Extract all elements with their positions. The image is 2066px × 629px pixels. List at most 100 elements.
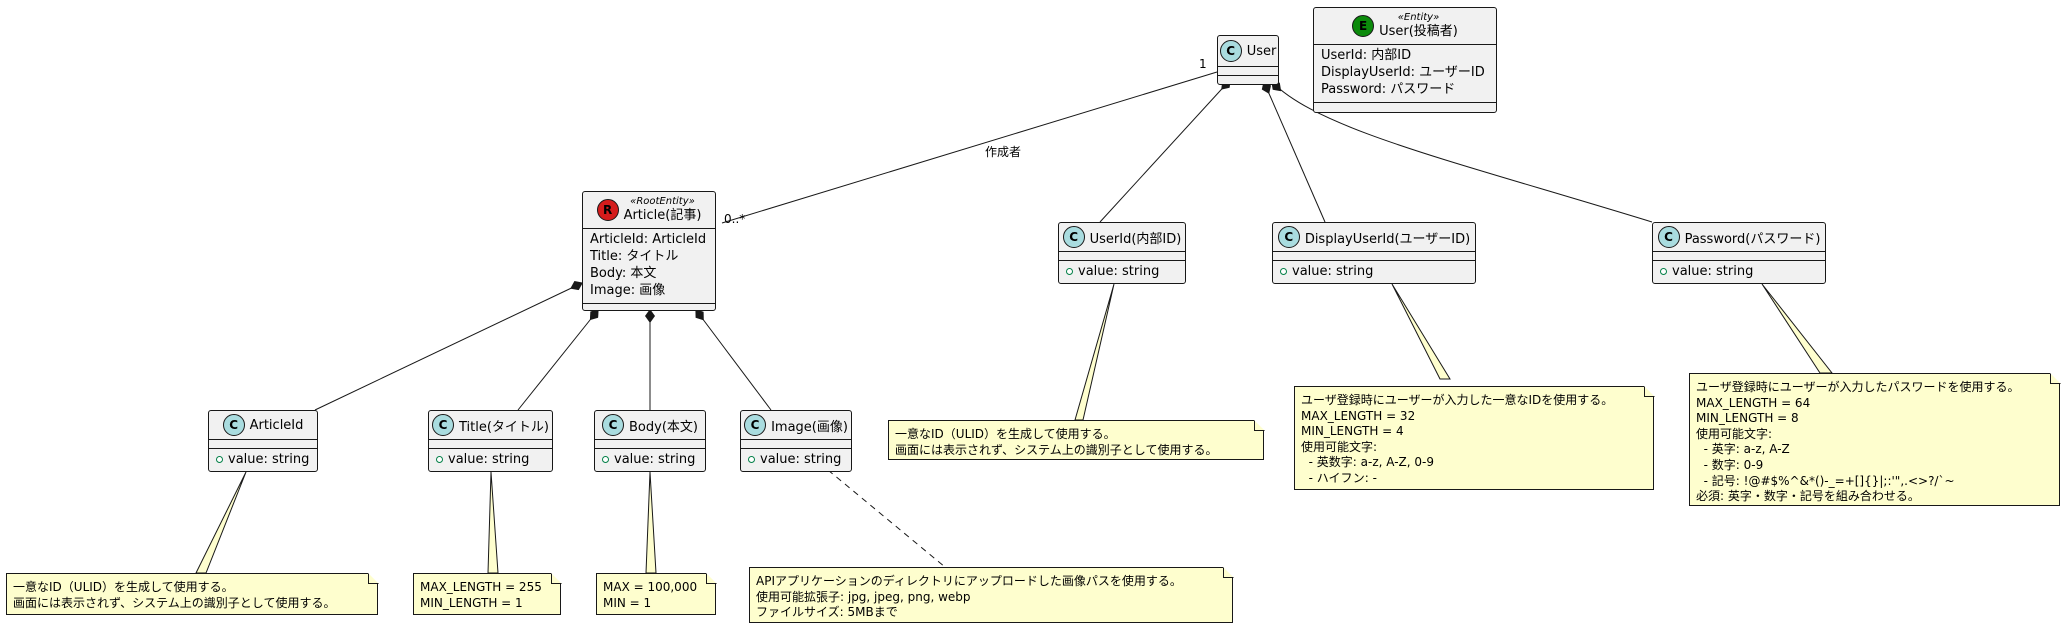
note-line: MAX = 100,000 xyxy=(603,580,698,594)
class-header: C User xyxy=(1218,36,1278,66)
note-line: MIN_LENGTH = 4 xyxy=(1301,424,1404,439)
class-header: C UserId(内部ID) xyxy=(1059,223,1185,251)
note-line: 使用可能拡張子: jpg, jpeg, png, webp xyxy=(756,589,971,604)
class-password[interactable]: C Password(パスワード) value: string xyxy=(1652,222,1826,284)
note-line: ファイルサイズ: 5MBまで xyxy=(756,605,898,620)
attribute-list: value: string xyxy=(1273,260,1475,284)
class-header: C Image(画像) xyxy=(741,411,851,439)
stereotype: «Entity» xyxy=(1397,11,1440,23)
class-article[interactable]: R «RootEntity» Article(記事) ArticleId: Ar… xyxy=(582,191,716,311)
note-link-userid xyxy=(1074,283,1115,421)
note-link-password xyxy=(1761,283,1834,374)
class-header: C DisplayUserId(ユーザーID) xyxy=(1273,223,1475,251)
class-header: E «Entity» User(投稿者) xyxy=(1314,8,1496,44)
note-line: 必須: 英字・数字・記号を組み合わせる。 xyxy=(1696,489,1920,504)
note-fold-icon xyxy=(1644,386,1654,396)
note-line: MIN_LENGTH = 1 xyxy=(420,595,523,610)
note-line: MAX_LENGTH = 32 xyxy=(1301,408,1416,423)
author-association-line xyxy=(721,71,1218,224)
composition-user-password xyxy=(1271,81,1653,223)
note-line: MAX_LENGTH = 64 xyxy=(1696,395,1811,410)
class-user[interactable]: C User xyxy=(1217,35,1279,85)
attribute: ArticleId: ArticleId xyxy=(590,232,707,247)
composition-user-displayuserid xyxy=(1261,81,1326,223)
note-line: MIN = 1 xyxy=(603,595,652,610)
attribute-list: value: string xyxy=(209,448,317,472)
note-link-articleid xyxy=(195,471,247,574)
class-header: C Body(本文) xyxy=(595,411,705,439)
class-c-icon: C xyxy=(1277,226,1300,248)
class-name: Password(パスワード) xyxy=(1684,231,1821,247)
class-user-id[interactable]: C UserId(内部ID) value: string xyxy=(1058,222,1186,284)
class-display-user-id[interactable]: C DisplayUserId(ユーザーID) value: string xyxy=(1272,222,1476,284)
note-line: - ハイフン: - xyxy=(1301,470,1377,485)
attribute-list: ArticleId: ArticleId Title: タイトル Body: 本… xyxy=(583,228,715,303)
note-article-id: 一意なID（ULID）を生成して使用する。 画面には表示されず、システム上の識別… xyxy=(6,573,378,615)
note-fold-icon xyxy=(1223,567,1233,577)
attribute: Image: 画像 xyxy=(590,282,666,298)
class-name: User(投稿者) xyxy=(1379,24,1458,40)
class-name: Title(タイトル) xyxy=(459,419,550,435)
note-user-id: 一意なID（ULID）を生成して使用する。 画面には表示されず、システム上の識別… xyxy=(888,420,1264,460)
note-fold-icon xyxy=(551,573,561,583)
class-header: R «RootEntity» Article(記事) xyxy=(583,192,715,228)
note-fold-icon xyxy=(368,573,378,583)
public-visibility-icon xyxy=(1066,268,1073,275)
composition-user-userid xyxy=(1099,79,1231,223)
public-visibility-icon xyxy=(748,456,755,463)
author-role-label: 作成者 xyxy=(985,145,1022,159)
attribute: value: string xyxy=(1078,264,1160,279)
article-multiplicity: 0..* xyxy=(724,212,746,226)
root-entity-r-icon: R xyxy=(596,199,619,221)
class-header: C Password(パスワード) xyxy=(1653,223,1825,251)
attribute: Body: 本文 xyxy=(590,265,657,281)
attribute-list: value: string xyxy=(1653,260,1825,284)
stereotype: «RootEntity» xyxy=(630,195,695,207)
note-line: MIN_LENGTH = 8 xyxy=(1696,411,1799,426)
class-name: Image(画像) xyxy=(771,419,848,435)
note-fold-icon xyxy=(706,573,716,583)
note-body: MAX = 100,000 MIN = 1 xyxy=(596,573,716,615)
note-line: 使用可能文字: xyxy=(1696,426,1773,441)
class-name: User xyxy=(1246,43,1277,59)
composition-article-articleid xyxy=(314,281,583,411)
attribute: value: string xyxy=(614,452,696,467)
attribute: value: string xyxy=(228,452,310,467)
class-article-id[interactable]: C ArticleId value: string xyxy=(208,410,318,472)
class-c-icon: C xyxy=(1657,226,1680,248)
note-line: 一意なID（ULID）を生成して使用する。 xyxy=(895,427,1116,441)
class-body[interactable]: C Body(本文) value: string xyxy=(594,410,706,472)
note-line: ユーザ登録時にユーザーが入力したパスワードを使用する。 xyxy=(1696,380,2020,394)
entity-e-icon: E xyxy=(1352,15,1375,37)
note-fold-icon xyxy=(2050,373,2060,383)
note-line: ユーザ登録時にユーザーが入力した一意なIDを使用する。 xyxy=(1301,393,1614,407)
note-line: - 数字: 0-9 xyxy=(1696,457,1764,472)
class-header: C Title(タイトル) xyxy=(429,411,552,439)
note-line: 一意なID（ULID）を生成して使用する。 xyxy=(13,580,234,594)
composition-article-image xyxy=(695,309,772,411)
attribute-list: value: string xyxy=(1059,260,1185,284)
public-visibility-icon xyxy=(436,456,443,463)
class-c-icon: C xyxy=(222,414,245,436)
note-title: MAX_LENGTH = 255 MIN_LENGTH = 1 xyxy=(413,573,561,615)
class-image[interactable]: C Image(画像) value: string xyxy=(740,410,852,472)
class-c-icon: C xyxy=(602,414,625,436)
note-link-title xyxy=(487,471,499,574)
attribute: value: string xyxy=(448,452,530,467)
class-name: DisplayUserId(ユーザーID) xyxy=(1304,231,1471,247)
note-line: 使用可能文字: xyxy=(1301,439,1378,454)
attribute: Title: タイトル xyxy=(590,248,679,264)
class-name: UserId(内部ID) xyxy=(1089,231,1182,247)
class-header: C ArticleId xyxy=(209,411,317,439)
user-multiplicity: 1 xyxy=(1199,57,1207,71)
note-password: ユーザ登録時にユーザーが入力したパスワードを使用する。 MAX_LENGTH =… xyxy=(1689,373,2060,506)
attribute: DisplayUserId: ユーザーID xyxy=(1321,64,1485,80)
public-visibility-icon xyxy=(1280,268,1287,275)
public-visibility-icon xyxy=(1660,268,1667,275)
class-name: Article(記事) xyxy=(623,208,702,224)
class-title[interactable]: C Title(タイトル) value: string xyxy=(428,410,553,472)
public-visibility-icon xyxy=(602,456,609,463)
note-line: - 記号: !@#$%^&*()-_=+[]{}|;:'",.<>?/`~ xyxy=(1696,473,1955,488)
class-user-entity[interactable]: E «Entity» User(投稿者) UserId: 内部ID Displa… xyxy=(1313,7,1497,113)
